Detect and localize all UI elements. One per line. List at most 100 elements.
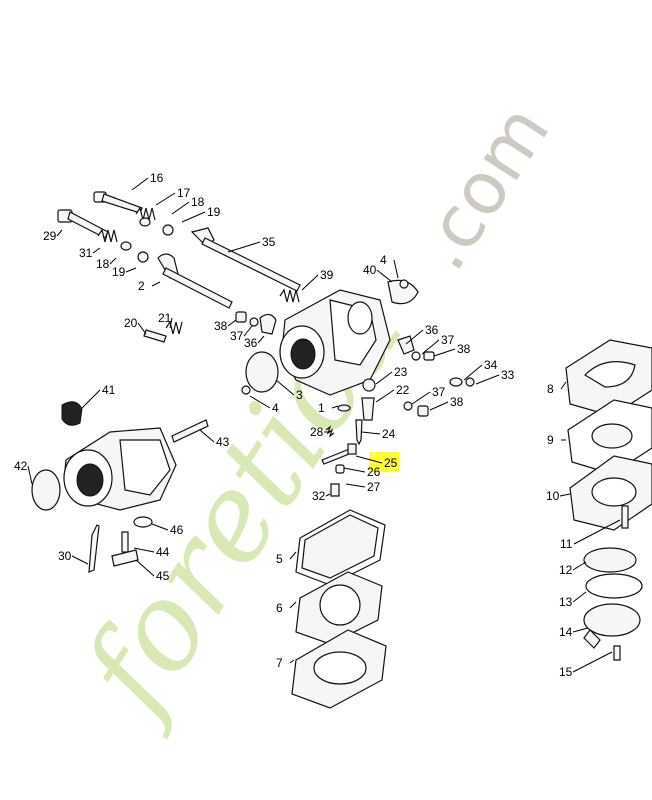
part-label-16[interactable]: 16 bbox=[150, 171, 164, 185]
part-label-29[interactable]: 29 bbox=[43, 229, 57, 243]
part-label-19[interactable]: 19 bbox=[112, 265, 126, 279]
part-label-35[interactable]: 35 bbox=[262, 235, 276, 249]
leader-line bbox=[71, 555, 89, 565]
leader-line bbox=[137, 322, 147, 335]
pump-stack-right bbox=[565, 339, 652, 661]
part-label-37[interactable]: 37 bbox=[441, 333, 455, 347]
part-label-9[interactable]: 9 bbox=[547, 433, 554, 447]
part-label-18[interactable]: 18 bbox=[96, 257, 110, 271]
spring-44 bbox=[121, 531, 129, 553]
part-label-45[interactable]: 45 bbox=[156, 569, 170, 583]
choke-plate-40 bbox=[387, 279, 419, 305]
knob-41 bbox=[61, 401, 83, 426]
part-label-36[interactable]: 36 bbox=[425, 323, 439, 337]
part-label-38[interactable]: 38 bbox=[214, 319, 228, 333]
part-label-3[interactable]: 3 bbox=[296, 388, 303, 402]
leader-line bbox=[133, 547, 155, 553]
pin-1 bbox=[337, 404, 351, 412]
leader-line bbox=[421, 339, 440, 355]
part-label-1[interactable]: 1 bbox=[318, 401, 325, 415]
part-label-24[interactable]: 24 bbox=[382, 427, 396, 441]
screw-27 bbox=[335, 464, 345, 474]
part-label-20[interactable]: 20 bbox=[124, 316, 138, 330]
part-label-17[interactable]: 17 bbox=[177, 186, 191, 200]
part-label-28[interactable]: 28 bbox=[310, 425, 324, 439]
needle-24 bbox=[355, 419, 363, 446]
part-label-40[interactable]: 40 bbox=[363, 263, 377, 277]
part-label-22[interactable]: 22 bbox=[396, 383, 410, 397]
needle-30 bbox=[88, 524, 100, 573]
leader-line bbox=[131, 177, 149, 191]
part-label-14[interactable]: 14 bbox=[559, 625, 573, 639]
part-label-32[interactable]: 32 bbox=[312, 489, 326, 503]
leader-line bbox=[289, 601, 297, 609]
leader-line bbox=[199, 429, 215, 443]
part-label-33[interactable]: 33 bbox=[501, 368, 515, 382]
leader-line bbox=[572, 651, 613, 673]
leader-line bbox=[81, 389, 101, 409]
part-label-39[interactable]: 39 bbox=[320, 268, 334, 282]
idle-screw bbox=[93, 191, 143, 214]
part-label-31[interactable]: 31 bbox=[79, 246, 93, 260]
part-label-37[interactable]: 37 bbox=[432, 385, 446, 399]
part-label-4[interactable]: 4 bbox=[380, 253, 387, 267]
part-label-30[interactable]: 30 bbox=[58, 549, 72, 563]
ring-46 bbox=[133, 516, 153, 528]
screen-12 bbox=[583, 547, 637, 573]
part-label-43[interactable]: 43 bbox=[216, 435, 230, 449]
leader-line bbox=[573, 519, 621, 545]
part-label-42[interactable]: 42 bbox=[14, 459, 28, 473]
spring-31 bbox=[97, 228, 118, 243]
part-label-10[interactable]: 10 bbox=[546, 489, 560, 503]
part-label-34[interactable]: 34 bbox=[484, 358, 498, 372]
part-label-37[interactable]: 37 bbox=[230, 329, 244, 343]
part-label-4[interactable]: 4 bbox=[272, 401, 279, 415]
part-label-6[interactable]: 6 bbox=[276, 601, 283, 615]
part-label-11[interactable]: 11 bbox=[560, 537, 573, 551]
part-label-23[interactable]: 23 bbox=[394, 365, 408, 379]
part-label-13[interactable]: 13 bbox=[559, 595, 573, 609]
part-label-44[interactable]: 44 bbox=[156, 545, 170, 559]
part-label-26[interactable]: 26 bbox=[367, 465, 381, 479]
leader-line bbox=[393, 259, 399, 279]
part-label-46[interactable]: 46 bbox=[170, 523, 184, 537]
throttle-linkage-group bbox=[57, 191, 301, 343]
carburetor-body-left bbox=[31, 401, 209, 573]
leader-line bbox=[125, 267, 137, 273]
part-label-21[interactable]: 21 bbox=[158, 311, 172, 325]
highlight-box bbox=[369, 452, 399, 472]
part-label-38[interactable]: 38 bbox=[450, 395, 464, 409]
part-label-27[interactable]: 27 bbox=[367, 480, 381, 494]
leader-line bbox=[361, 431, 381, 435]
leader-line bbox=[301, 274, 319, 291]
leader-line bbox=[135, 559, 155, 577]
part-label-36[interactable]: 36 bbox=[244, 336, 258, 350]
part-label-12[interactable]: 12 bbox=[559, 563, 573, 577]
leader-line bbox=[331, 405, 339, 409]
leader-line bbox=[411, 391, 431, 405]
part-label-7[interactable]: 7 bbox=[276, 656, 283, 670]
leader-line bbox=[325, 493, 331, 497]
spring-21 bbox=[165, 320, 183, 335]
screw-4b bbox=[399, 279, 409, 289]
leader-line bbox=[572, 561, 587, 571]
part-label-8[interactable]: 8 bbox=[547, 382, 554, 396]
part-label-38[interactable]: 38 bbox=[457, 342, 471, 356]
part-label-25[interactable]: 25 bbox=[384, 456, 398, 470]
watermark: foretica .com bbox=[53, 90, 565, 742]
choke-shaft bbox=[190, 227, 301, 292]
part-label-5[interactable]: 5 bbox=[276, 552, 283, 566]
part-label-18[interactable]: 18 bbox=[191, 195, 205, 209]
screw-4a bbox=[241, 385, 251, 395]
part-label-19[interactable]: 19 bbox=[207, 205, 221, 219]
clip-36a bbox=[259, 313, 277, 335]
part-label-41[interactable]: 41 bbox=[102, 383, 116, 397]
leader-line bbox=[345, 483, 366, 488]
plug-32 bbox=[330, 483, 340, 497]
part-label-2[interactable]: 2 bbox=[138, 279, 145, 293]
part-label-15[interactable]: 15 bbox=[559, 665, 573, 679]
leader-line bbox=[171, 201, 190, 215]
